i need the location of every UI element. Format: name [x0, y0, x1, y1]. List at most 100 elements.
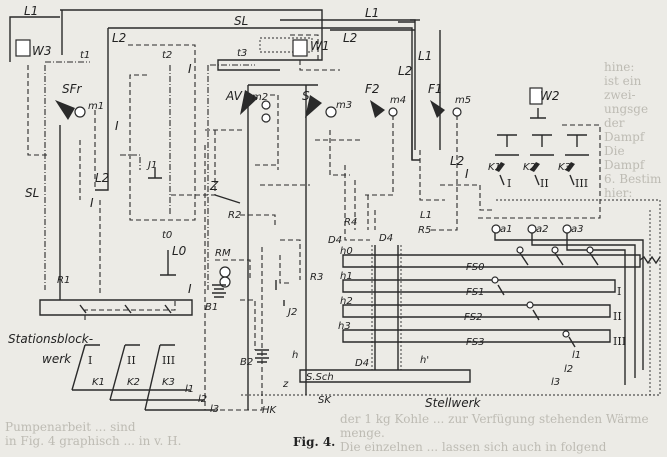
label-W3: W3: [32, 44, 52, 58]
label-key-I: I: [507, 177, 511, 190]
label-I: I: [115, 119, 119, 133]
label-a2: a2: [536, 224, 549, 235]
route-slides: [299, 232, 661, 385]
label-S: S: [302, 89, 310, 103]
label-I: I: [188, 62, 192, 76]
label-stationsblockwerk: Stationsblock-: [8, 332, 93, 346]
label-W2: W2: [540, 89, 560, 103]
label-SSch: S.Sch: [306, 372, 334, 383]
bleed-text-line: der Dampf: [604, 116, 645, 144]
bleed-text-line: hier:: [604, 186, 633, 200]
label-R5: R5: [418, 225, 431, 236]
bleed-text-line: hine:: [604, 60, 635, 74]
label-L2: L2: [343, 31, 357, 45]
label-J1: J1: [146, 160, 157, 171]
label-L2: L2: [398, 64, 412, 78]
label-FS0: FS0: [466, 262, 484, 273]
label-a1: a1: [500, 224, 513, 235]
line-wires: [9, 9, 441, 410]
label-block-II: II: [127, 354, 136, 367]
bleed-text-line: Die einzelnen ... lassen sich auch in fo…: [340, 440, 607, 454]
label-m1: m1: [88, 101, 104, 112]
label-Z: Z: [209, 179, 219, 193]
bleed-text-line: in Fig. 4 graphisch ... in v. H.: [5, 434, 182, 448]
label-L2: L2: [112, 31, 126, 45]
label-L2: L2: [95, 171, 109, 185]
label-a3: a3: [571, 224, 584, 235]
label-l2: l2: [564, 364, 573, 375]
label-FS2: FS2: [464, 312, 482, 323]
label-D4: D4: [355, 358, 369, 369]
block-fields: [71, 344, 215, 411]
label-K2: K2: [127, 377, 140, 388]
label-L1: L1: [418, 49, 432, 63]
label-h: h: [292, 350, 298, 361]
label-m4: m4: [390, 95, 406, 106]
label-t1: t1: [80, 50, 90, 61]
label-K2-prime: K2': [523, 162, 539, 173]
label-F1: F1: [428, 82, 443, 96]
label-SFr: SFr: [62, 82, 83, 96]
push-buttons: [495, 134, 589, 156]
label-K3-prime: K3': [558, 162, 574, 173]
label-FS3: FS3: [466, 337, 484, 348]
label-block-I: I: [88, 354, 92, 367]
label-l1: l1: [185, 384, 194, 395]
label-L1: L1: [420, 210, 432, 221]
label-t0: t0: [162, 230, 172, 241]
indicator-lamps: [74, 100, 572, 288]
figure-caption: Fig. 4.: [293, 435, 335, 449]
label-L2: L2: [450, 154, 464, 168]
label-R2: R2: [228, 210, 241, 221]
label-D4: D4: [328, 235, 342, 246]
label-K1-prime: K1': [488, 162, 504, 173]
label-m5: m5: [455, 95, 471, 106]
batteries: [212, 284, 269, 363]
label-h3: h3: [338, 321, 351, 332]
label-R4: R4: [344, 217, 357, 228]
label-R3: R3: [310, 272, 323, 283]
control-wires: [27, 34, 661, 411]
label-K1: K1: [92, 377, 105, 388]
background-page-text-bottom-right: der 1 kg Kohle ... zur Verfügung stehend…: [340, 412, 665, 454]
label-SL: SL: [234, 14, 248, 28]
label-h1: h1: [340, 271, 353, 282]
label-I: I: [465, 167, 469, 181]
label-l3: l3: [210, 404, 219, 415]
background-page-text-bottom-left: Pumpenarbeit ... sind in Fig. 4 graphisc…: [5, 420, 285, 448]
label-R1: R1: [57, 275, 70, 286]
bells: [15, 39, 546, 306]
label-L1: L1: [24, 4, 38, 18]
label-l2: l2: [198, 394, 207, 405]
label-B2: B2: [240, 357, 253, 368]
label-K3: K3: [162, 377, 175, 388]
label-SL: SL: [25, 186, 39, 200]
label-m3: m3: [336, 100, 352, 111]
label-HK: HK: [262, 405, 278, 416]
label-h2: h2: [340, 296, 353, 307]
label-m2: m2: [252, 92, 268, 103]
label-stationsblockwerk-2: werk: [42, 352, 72, 366]
label-h0: h0: [340, 246, 353, 257]
label-t3: t3: [237, 48, 247, 59]
label-RM: RM: [215, 248, 231, 259]
levers: [79, 174, 599, 348]
label-key-II: II: [540, 177, 549, 190]
label-l3: l3: [551, 377, 560, 388]
signal-arms: [55, 90, 575, 172]
label-key-III: III: [575, 177, 588, 190]
label-I: I: [90, 196, 94, 210]
label-B1: B1: [205, 302, 218, 313]
diagram-labels: L1 SL L2 W3 t1 t2 I t3 W1 L1 L2 L1 L2 SF…: [8, 4, 626, 449]
bleed-text-line: Pumpenarbeit ... sind: [5, 420, 136, 434]
label-h-prime: h': [420, 355, 429, 366]
background-page-text-right: hine: ist ein zwei- ungsge der Dampf Die…: [604, 60, 666, 200]
label-stellwerk: Stellwerk: [425, 396, 482, 410]
label-D4: D4: [379, 233, 393, 244]
bleed-text-line: Die Dampf: [604, 144, 645, 172]
label-I: I: [188, 282, 192, 296]
label-J2: J2: [286, 307, 297, 318]
bleed-text-line: ist ein zwei-: [604, 74, 642, 102]
bleed-text-line: menge.: [340, 426, 385, 440]
